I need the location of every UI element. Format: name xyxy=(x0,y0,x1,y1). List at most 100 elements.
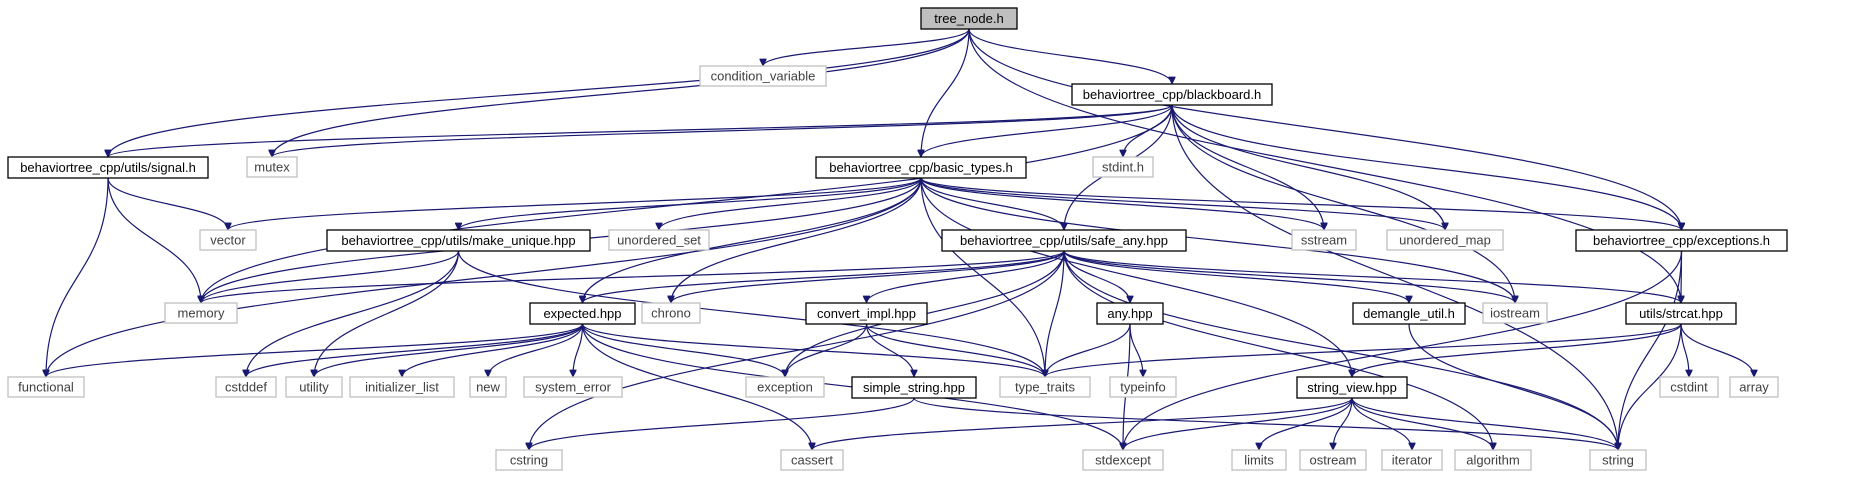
edge-basic_types-to-type_traits xyxy=(920,177,1045,377)
node-label: unordered_map xyxy=(1399,233,1491,248)
edge-strcat-to-type_traits xyxy=(1045,323,1682,377)
edge-expected-to-new xyxy=(488,323,584,377)
node-box xyxy=(1386,229,1504,251)
edge-expected-to-utility xyxy=(314,323,584,377)
node-label: iterator xyxy=(1392,453,1433,468)
node-iostream: iostream xyxy=(1482,302,1548,324)
edge-tree_node-to-exceptions xyxy=(968,28,1682,230)
node-typeinfo: typeinfo xyxy=(1109,376,1177,398)
node-blackboard[interactable]: behaviortree_cpp/blackboard.h xyxy=(1071,83,1273,106)
node-box xyxy=(199,229,257,251)
node-box xyxy=(815,156,1027,179)
edge-basic_types-to-vector xyxy=(228,177,922,230)
edge-signal-to-vector xyxy=(107,177,228,230)
node-label: utils/strcat.hpp xyxy=(1639,306,1723,321)
node-label: behaviortree_cpp/utils/signal.h xyxy=(20,160,196,175)
edge-tree_node-to-signal xyxy=(108,28,970,157)
edge-safe_any-to-any xyxy=(1063,250,1130,303)
node-convert_impl[interactable]: convert_impl.hpp xyxy=(805,302,928,325)
edge-basic_types-to-make_unique xyxy=(459,177,922,230)
node-limits: limits xyxy=(1231,449,1287,471)
node-initializer_list: initializer_list xyxy=(349,376,455,398)
node-box xyxy=(285,376,343,398)
node-box xyxy=(1454,449,1532,471)
edge-strcat-to-string xyxy=(1618,323,1682,450)
node-box xyxy=(7,376,85,398)
node-chrono: chrono xyxy=(641,302,701,324)
node-exceptions[interactable]: behaviortree_cpp/exceptions.h xyxy=(1575,229,1788,252)
edge-blackboard-to-iostream xyxy=(1171,104,1515,303)
node-box xyxy=(1082,449,1164,471)
node-box xyxy=(469,376,507,398)
edge-basic_types-to-iostream xyxy=(920,177,1515,303)
node-label: system_error xyxy=(535,380,612,395)
edge-expected-to-initializer_list xyxy=(402,323,584,377)
node-utility: utility xyxy=(285,376,343,398)
edge-safe_any-to-type_traits xyxy=(1045,250,1065,377)
node-demangle_util[interactable]: demangle_util.h xyxy=(1352,302,1466,325)
node-box xyxy=(920,7,1018,30)
edge-convert_impl-to-simple_string xyxy=(865,323,915,377)
node-any[interactable]: any.hpp xyxy=(1096,302,1164,325)
node-label: cstdint xyxy=(1670,380,1708,395)
node-label: functional xyxy=(18,380,74,395)
node-label: initializer_list xyxy=(365,380,439,395)
node-simple_string[interactable]: simple_string.hpp xyxy=(851,376,977,399)
node-signal[interactable]: behaviortree_cpp/utils/signal.h xyxy=(7,156,209,179)
edge-safe_any-to-algorithm xyxy=(1063,250,1493,450)
node-box xyxy=(1296,376,1408,399)
node-label: condition_variable xyxy=(711,69,816,84)
edge-safe_any-to-demangle_util xyxy=(1063,250,1409,303)
node-tree_node[interactable]: tree_node.h xyxy=(920,7,1018,30)
edge-tree_node-to-condition_variable xyxy=(763,28,970,66)
node-functional: functional xyxy=(7,376,85,398)
edge-basic_types-to-exceptions xyxy=(920,177,1682,230)
node-string_view[interactable]: string_view.hpp xyxy=(1296,376,1408,399)
edge-basic_types-to-unordered_map xyxy=(920,177,1445,230)
node-box xyxy=(1299,449,1367,471)
edge-blackboard-to-sstream xyxy=(1171,104,1324,230)
node-cassert: cassert xyxy=(780,449,844,471)
node-box xyxy=(349,376,455,398)
node-label: cassert xyxy=(791,453,833,468)
node-stdexcept: stdexcept xyxy=(1082,449,1164,471)
node-box xyxy=(780,449,844,471)
node-label: string_view.hpp xyxy=(1307,380,1397,395)
edge-convert_impl-to-exception xyxy=(785,323,868,377)
node-exception: exception xyxy=(745,376,825,398)
edge-expected-to-functional xyxy=(46,323,584,377)
node-label: exception xyxy=(757,380,813,395)
edge-safe_any-to-strcat xyxy=(1063,250,1681,303)
node-box xyxy=(1092,156,1154,178)
node-box xyxy=(1352,302,1466,325)
nodes-layer: tree_node.h condition_variable behaviortre… xyxy=(7,7,1788,471)
node-box xyxy=(1096,302,1164,325)
node-label: behaviortree_cpp/utils/safe_any.hpp xyxy=(960,233,1168,248)
node-box xyxy=(1729,376,1779,398)
edge-basic_types-to-chrono xyxy=(671,177,922,303)
node-label: algorithm xyxy=(1466,453,1519,468)
edge-make_unique-to-utility xyxy=(314,250,460,377)
node-label: stdint.h xyxy=(1102,160,1144,175)
node-basic_types[interactable]: behaviortree_cpp/basic_types.h xyxy=(815,156,1027,179)
node-cstddef: cstddef xyxy=(215,376,277,398)
edge-tree_node-to-basic_types xyxy=(921,28,970,157)
node-expected[interactable]: expected.hpp xyxy=(529,302,636,325)
node-algorithm: algorithm xyxy=(1454,449,1532,471)
node-ostream: ostream xyxy=(1299,449,1367,471)
edge-blackboard-to-exceptions xyxy=(1171,104,1682,230)
edge-safe_any-to-cstring xyxy=(529,250,1065,450)
node-label: utility xyxy=(299,380,329,395)
node-box xyxy=(1659,376,1719,398)
edge-safe_any-to-memory xyxy=(201,250,1065,303)
node-unordered_map: unordered_map xyxy=(1386,229,1504,251)
node-safe_any[interactable]: behaviortree_cpp/utils/safe_any.hpp xyxy=(941,229,1187,252)
node-label: behaviortree_cpp/basic_types.h xyxy=(829,160,1013,175)
edge-make_unique-to-type_traits xyxy=(457,250,1046,377)
node-box xyxy=(805,302,928,325)
edge-signal-to-memory xyxy=(107,177,201,303)
node-strcat[interactable]: utils/strcat.hpp xyxy=(1625,302,1737,325)
node-make_unique[interactable]: behaviortree_cpp/utils/make_unique.hpp xyxy=(326,229,591,252)
edge-string_view-to-ostream xyxy=(1333,397,1353,450)
